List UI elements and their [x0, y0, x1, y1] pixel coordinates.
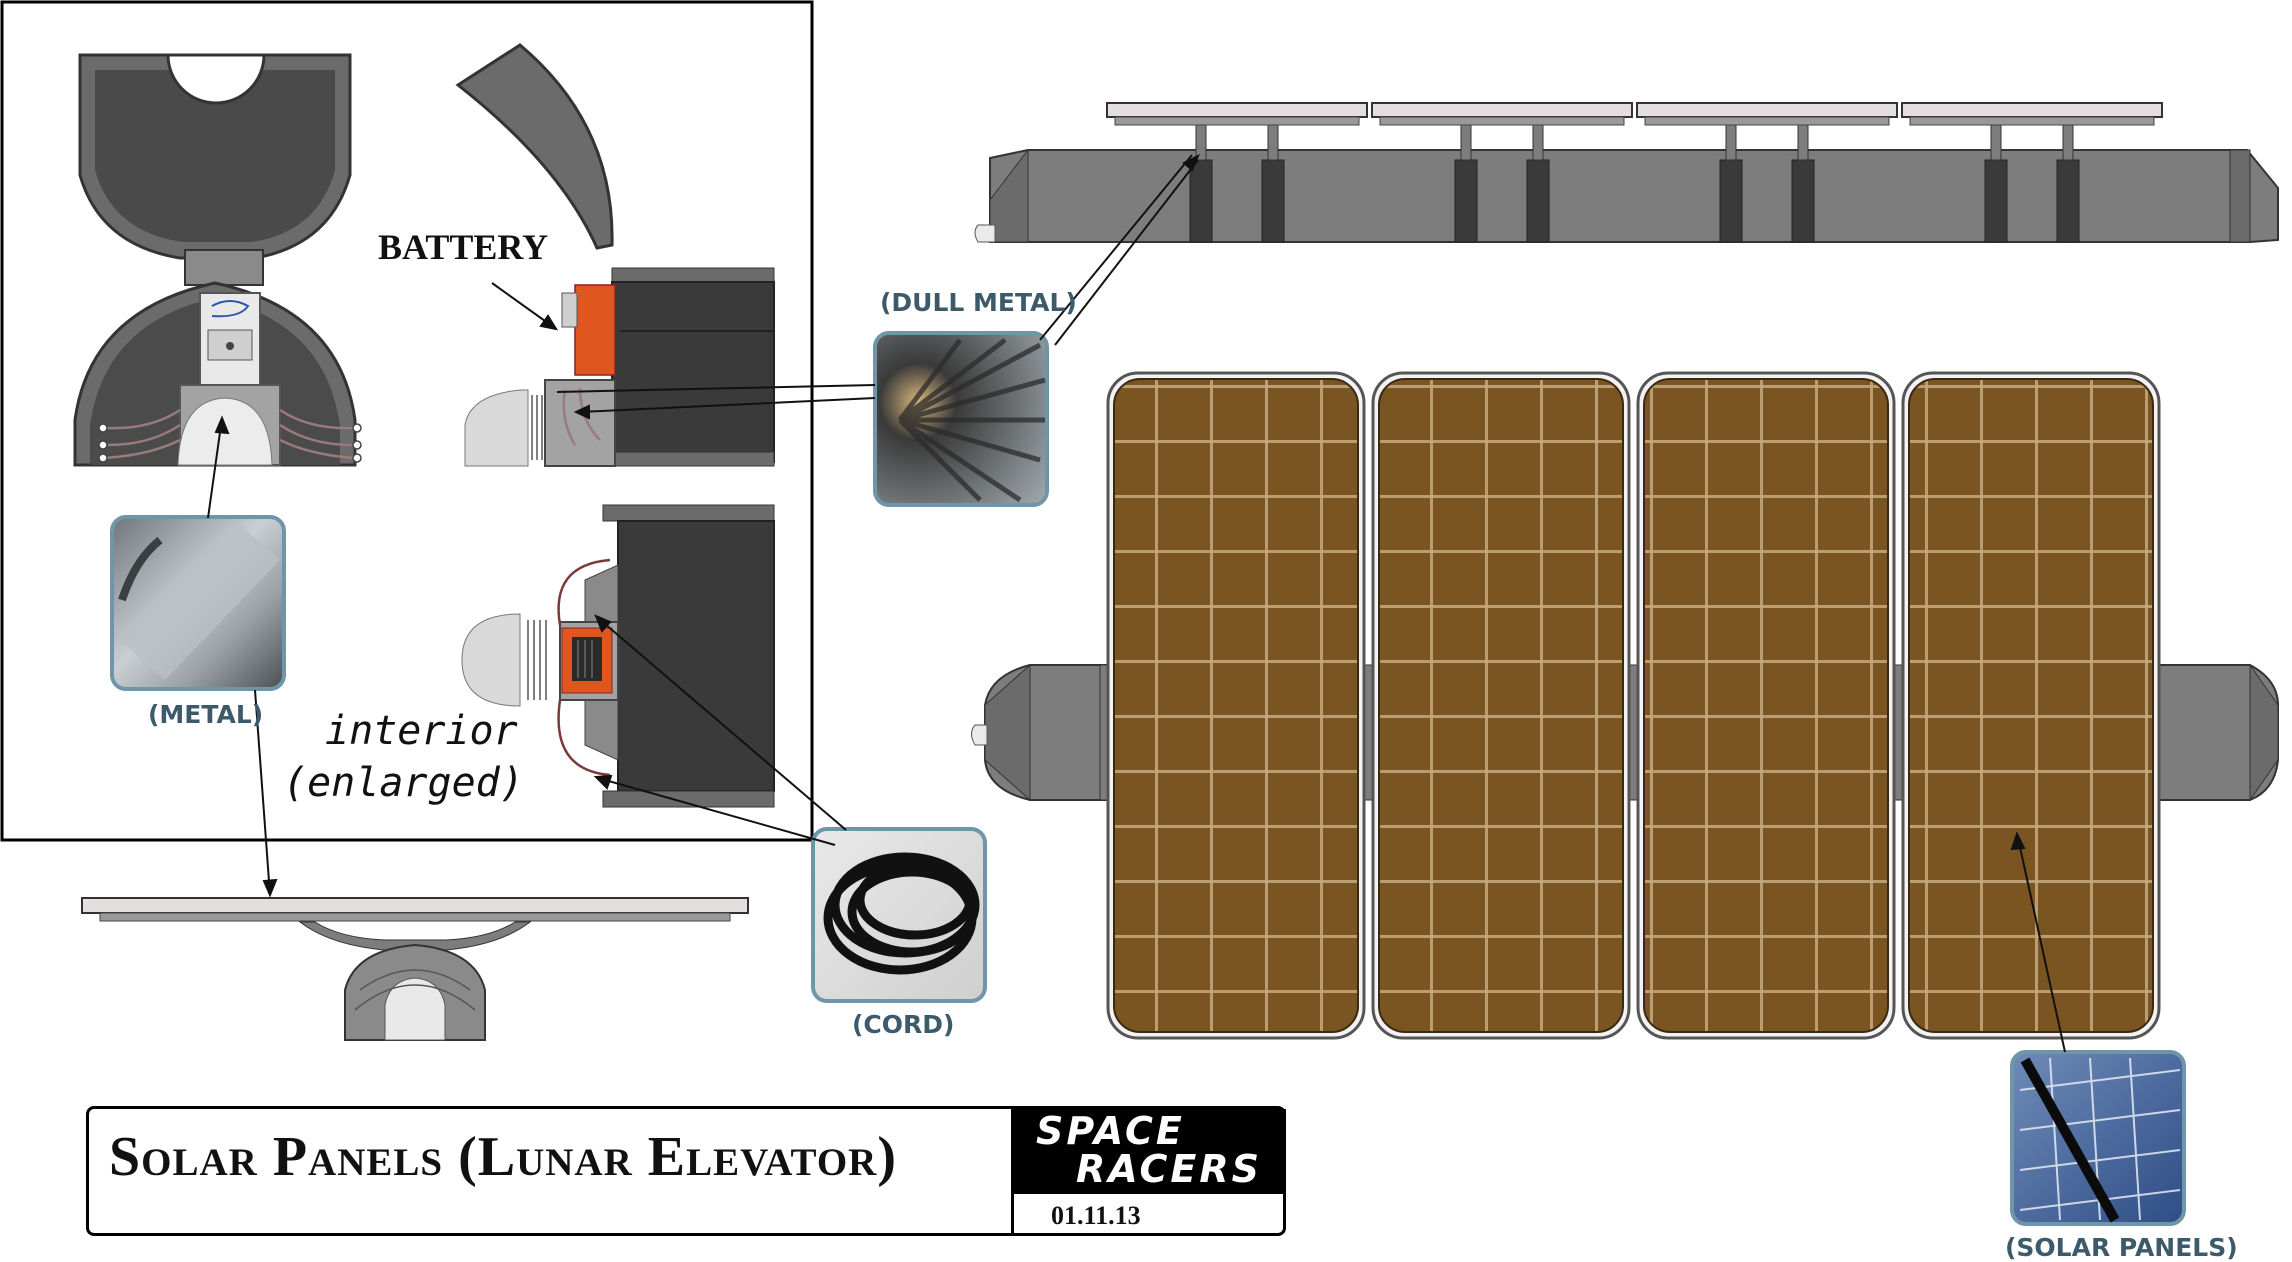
solar-panel — [1901, 371, 2161, 1040]
logo-line-1: SPACE — [1036, 1109, 1185, 1153]
date-divider — [1011, 1109, 1014, 1236]
side-view-battery — [455, 43, 775, 467]
solar-panel — [1371, 371, 1631, 1040]
leader-lines — [207, 153, 2066, 1053]
interior-inset — [0, 0, 814, 842]
panel-pedestal-view — [81, 897, 749, 1041]
metal-callout-label: (METAL) — [148, 700, 264, 729]
logo-line-2: RACERS — [1076, 1147, 1262, 1191]
enlarged-label: (enlarged) — [283, 760, 524, 806]
cord-swatch — [811, 827, 987, 1003]
space-racers-logo: SPACE RACERS — [1011, 1109, 1286, 1194]
metal-swatch — [110, 515, 286, 691]
vehicle-side-view — [974, 102, 2279, 243]
solar-panel — [1106, 371, 1366, 1040]
solar-array-top-view — [971, 371, 2279, 1040]
dull-metal-callout-label: (DULL METAL) — [880, 288, 1077, 317]
drawing-date: 01.11.13 — [1051, 1201, 1141, 1230]
title-block: Solar Panels (Lunar Elevator) SPACE RACE… — [86, 1106, 1286, 1236]
dull-metal-swatch — [873, 331, 1049, 507]
solar-cell-swatch — [2010, 1050, 2186, 1226]
cord-callout-label: (CORD) — [852, 1010, 955, 1039]
solar-panel — [1636, 371, 1896, 1040]
solar-panels-callout-label: (SOLAR PANELS) — [2005, 1233, 2238, 1262]
interior-label: interior — [325, 708, 518, 754]
page-title: Solar Panels (Lunar Elevator) — [109, 1126, 897, 1188]
clamshell-open-view — [73, 53, 362, 467]
battery-label: BATTERY — [378, 227, 549, 267]
